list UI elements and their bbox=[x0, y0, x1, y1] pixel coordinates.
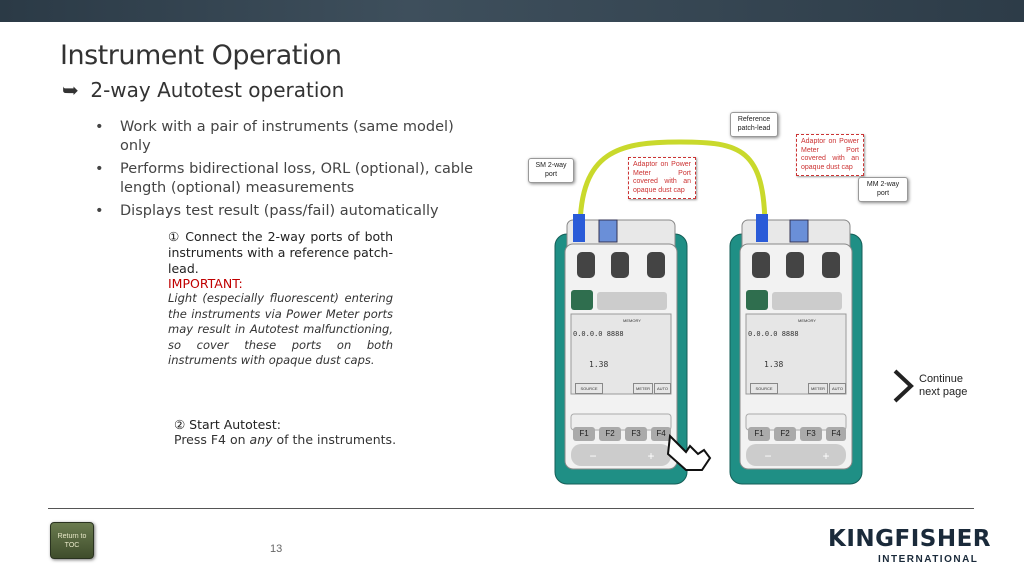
instrument-right-body bbox=[729, 212, 863, 485]
callout-sm-port: SM 2-way port bbox=[528, 158, 574, 183]
page-number: 13 bbox=[270, 543, 283, 555]
subtitle-text: 2-way Autotest operation bbox=[90, 78, 345, 102]
callout-adaptor-left: Adaptor on Power Meter Port covered with… bbox=[628, 157, 696, 199]
arrow-icon: ➥ bbox=[62, 78, 79, 102]
minus-button[interactable]: − bbox=[764, 449, 772, 463]
patch-lead bbox=[577, 139, 768, 231]
list-item: Displays test result (pass/fail) automat… bbox=[95, 202, 475, 221]
page-subtitle: ➥ 2-way Autotest operation bbox=[62, 78, 344, 102]
step-2-text-em: any bbox=[249, 432, 273, 447]
lcd-memory: MEMORY bbox=[798, 318, 816, 323]
source-button[interactable]: SOURCE bbox=[750, 383, 778, 394]
callout-reference-patch-lead: Reference patch-lead bbox=[730, 112, 778, 137]
bullet-list: Work with a pair of instruments (same mo… bbox=[95, 118, 475, 225]
f4-button[interactable]: F4 bbox=[826, 427, 846, 441]
footer-divider bbox=[48, 508, 974, 509]
plus-button[interactable]: + bbox=[822, 449, 830, 463]
important-label: IMPORTANT: bbox=[168, 276, 243, 291]
lcd-readout-1: 0.0.0.0 8888 bbox=[748, 330, 799, 338]
chevron-right-icon[interactable] bbox=[891, 369, 915, 403]
logo-name: KINGFISHER bbox=[828, 526, 992, 552]
logo-sub: INTERNATIONAL bbox=[878, 554, 979, 565]
step-2-text: Press F4 on any of the instruments. bbox=[174, 432, 396, 447]
list-item: Performs bidirectional loss, ORL (option… bbox=[95, 160, 475, 198]
callout-mm-port: MM 2-way port bbox=[858, 177, 908, 202]
kingfisher-logo: KINGFISHER INTERNATIONAL bbox=[828, 520, 991, 566]
auto-button[interactable]: AUTO bbox=[829, 383, 846, 394]
lcd-readout-1: 0.0.0.0 8888 bbox=[573, 330, 624, 338]
patch-lead-graphic bbox=[577, 139, 768, 231]
step-2-text-pre: Press F4 on bbox=[174, 432, 250, 447]
lcd-readout-3: 1.38 bbox=[764, 360, 784, 369]
hand-pointer-icon bbox=[666, 433, 712, 471]
meter-button[interactable]: METER bbox=[808, 383, 828, 394]
f2-button[interactable]: F2 bbox=[774, 427, 796, 441]
instrument-left: 0.0.0.0 8888 MEMORY 1.38 SOURCE METER AU… bbox=[553, 212, 689, 486]
f2-button[interactable]: F2 bbox=[599, 427, 621, 441]
auto-button[interactable]: AUTO bbox=[654, 383, 671, 394]
f1-button[interactable]: F1 bbox=[573, 427, 595, 441]
meter-button[interactable]: METER bbox=[633, 383, 653, 394]
page-title: Instrument Operation bbox=[60, 40, 342, 71]
callout-adaptor-right: Adaptor on Power Meter Port covered with… bbox=[796, 134, 864, 176]
step-1-text: ① Connect the 2-way ports of both instru… bbox=[168, 229, 393, 276]
plus-button[interactable]: + bbox=[647, 449, 655, 463]
f4-button[interactable]: F4 bbox=[651, 427, 671, 441]
lcd-memory: MEMORY bbox=[623, 318, 641, 323]
top-banner bbox=[0, 0, 1024, 22]
minus-button[interactable]: − bbox=[589, 449, 597, 463]
important-note: Light (especially fluorescent) entering … bbox=[168, 291, 393, 367]
step-2-title: ② Start Autotest: bbox=[174, 417, 281, 432]
f1-button[interactable]: F1 bbox=[748, 427, 770, 441]
return-to-toc-button[interactable]: Return to TOC bbox=[50, 522, 94, 559]
lcd-readout-3: 1.38 bbox=[589, 360, 609, 369]
instrument-right: 0.0.0.0 8888 MEMORY 1.38 SOURCE METER AU… bbox=[728, 212, 864, 486]
step-2-text-post: of the instruments. bbox=[272, 432, 397, 447]
f3-button[interactable]: F3 bbox=[625, 427, 647, 441]
list-item: Work with a pair of instruments (same mo… bbox=[95, 118, 475, 156]
continue-next-page[interactable]: Continue next page bbox=[919, 373, 968, 398]
instrument-left-body bbox=[554, 212, 688, 485]
f3-button[interactable]: F3 bbox=[800, 427, 822, 441]
source-button[interactable]: SOURCE bbox=[575, 383, 603, 394]
